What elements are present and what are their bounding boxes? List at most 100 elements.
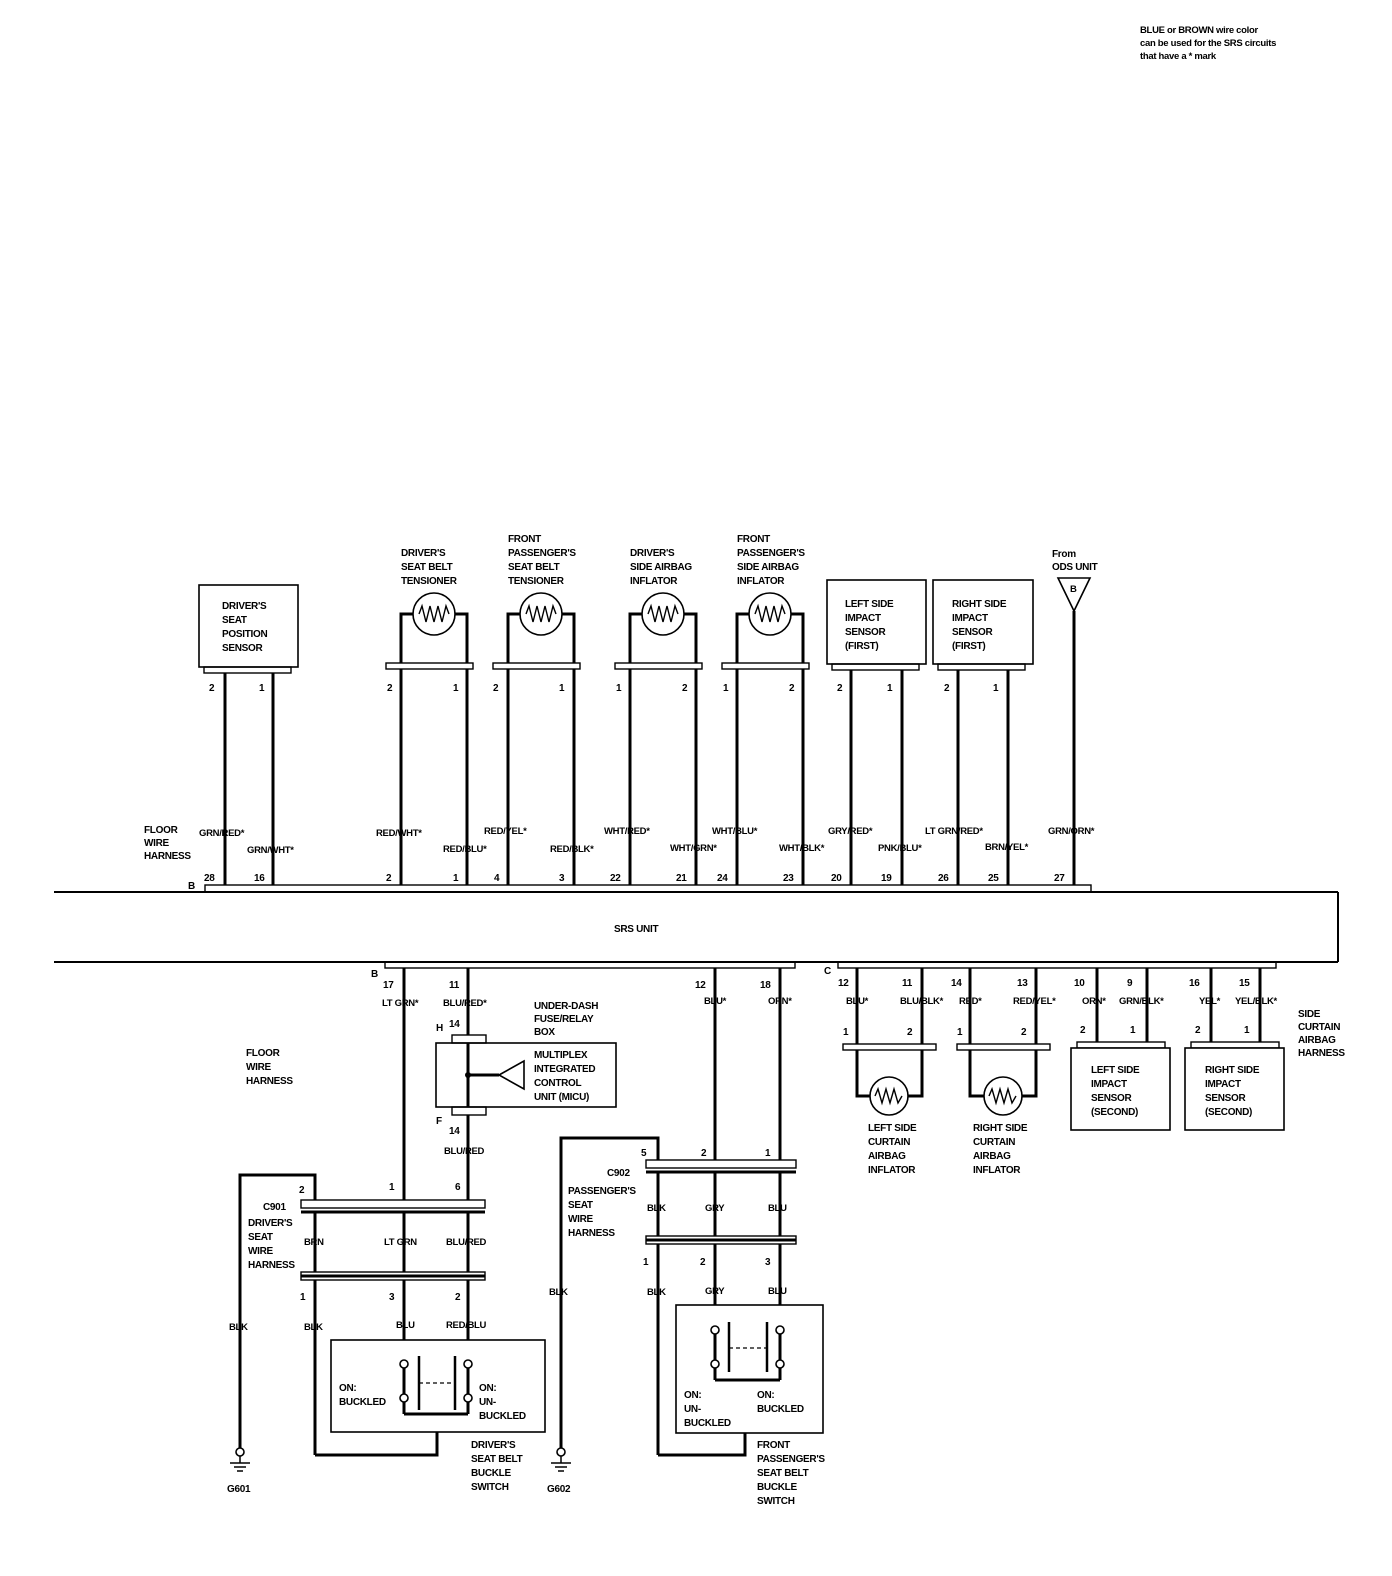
svg-text:2: 2 bbox=[387, 683, 393, 694]
svg-text:WIRE: WIRE bbox=[144, 838, 170, 849]
svg-text:FLOOR: FLOOR bbox=[246, 1048, 281, 1059]
svg-text:BLU: BLU bbox=[768, 1203, 787, 1214]
svg-text:14: 14 bbox=[449, 1126, 460, 1137]
svg-text:12: 12 bbox=[695, 980, 706, 991]
svg-text:BLU/RED: BLU/RED bbox=[446, 1237, 487, 1248]
svg-text:2: 2 bbox=[1080, 1025, 1086, 1036]
svg-text:INFLATOR: INFLATOR bbox=[868, 1165, 916, 1176]
svg-text:BRN: BRN bbox=[304, 1237, 324, 1248]
svg-text:DRIVER'S: DRIVER'S bbox=[222, 601, 267, 612]
svg-text:15: 15 bbox=[1239, 978, 1250, 989]
svg-text:AIRBAG: AIRBAG bbox=[973, 1151, 1011, 1162]
svg-text:16: 16 bbox=[1189, 978, 1200, 989]
svg-text:UN-: UN- bbox=[479, 1397, 496, 1408]
svg-text:From: From bbox=[1052, 549, 1076, 560]
note-line-1: BLUE or BROWN wire color bbox=[1140, 25, 1258, 36]
svg-text:SENSOR: SENSOR bbox=[222, 643, 264, 654]
floor-wire-harness-top: FLOOR WIRE HARNESS bbox=[144, 825, 192, 862]
svg-text:BUCKLED: BUCKLED bbox=[479, 1411, 526, 1422]
svg-text:1: 1 bbox=[453, 683, 459, 694]
svg-text:GRN/BLK*: GRN/BLK* bbox=[1119, 996, 1164, 1007]
svg-text:28: 28 bbox=[204, 873, 215, 884]
svg-text:GRN/ORN*: GRN/ORN* bbox=[1048, 826, 1095, 837]
svg-text:SWITCH: SWITCH bbox=[757, 1496, 795, 1507]
svg-text:1: 1 bbox=[957, 1027, 963, 1038]
svg-text:LEFT SIDE: LEFT SIDE bbox=[845, 599, 894, 610]
svg-text:C902: C902 bbox=[607, 1168, 630, 1179]
svg-text:RED/YEL*: RED/YEL* bbox=[484, 826, 527, 837]
srs-bottom-connector-b bbox=[384, 961, 796, 969]
svg-text:TENSIONER: TENSIONER bbox=[508, 576, 565, 587]
svg-text:2: 2 bbox=[789, 683, 795, 694]
svg-text:(FIRST): (FIRST) bbox=[845, 641, 878, 652]
svg-text:BUCKLE: BUCKLE bbox=[471, 1468, 511, 1479]
svg-text:SEAT: SEAT bbox=[248, 1232, 273, 1243]
svg-text:BOX: BOX bbox=[534, 1027, 555, 1038]
curtain-pins: 1 2 1 2 2 1 2 1 bbox=[843, 1025, 1250, 1038]
left-side-impact-sensor-second: LEFT SIDE IMPACT SENSOR (SECOND) bbox=[1070, 1041, 1171, 1131]
svg-text:UNIT (MICU): UNIT (MICU) bbox=[534, 1092, 589, 1103]
svg-text:B: B bbox=[1070, 584, 1077, 595]
svg-text:14: 14 bbox=[449, 1019, 460, 1030]
right-side-impact-sensor-second: RIGHT SIDE IMPACT SENSOR (SECOND) bbox=[1184, 1041, 1285, 1131]
drivers-side-airbag-inflator: DRIVER'S SIDE AIRBAG INFLATOR bbox=[614, 548, 703, 670]
svg-text:1: 1 bbox=[993, 683, 999, 694]
left-side-curtain-airbag-inflator: LEFT SIDE CURTAIN AIRBAG INFLATOR bbox=[842, 1043, 937, 1176]
svg-text:20: 20 bbox=[831, 873, 842, 884]
svg-text:INTEGRATED: INTEGRATED bbox=[534, 1064, 595, 1075]
svg-text:1: 1 bbox=[843, 1027, 849, 1038]
svg-text:(SECOND): (SECOND) bbox=[1205, 1107, 1252, 1118]
svg-text:1: 1 bbox=[300, 1292, 306, 1303]
svg-text:LT GRN*: LT GRN* bbox=[382, 998, 419, 1009]
svg-text:ON:: ON: bbox=[684, 1390, 701, 1401]
svg-text:IMPACT: IMPACT bbox=[1091, 1079, 1127, 1090]
svg-text:UN-: UN- bbox=[684, 1404, 701, 1415]
svg-text:2: 2 bbox=[700, 1257, 706, 1268]
svg-text:BLK: BLK bbox=[229, 1322, 248, 1333]
srs-unit: SRS UNIT bbox=[54, 891, 1339, 963]
svg-text:1: 1 bbox=[887, 683, 893, 694]
srs-bottom-connector-c bbox=[837, 961, 1277, 969]
g601-label: G601 bbox=[227, 1484, 251, 1495]
svg-text:SEAT BELT: SEAT BELT bbox=[508, 562, 560, 573]
svg-text:SEAT BELT: SEAT BELT bbox=[757, 1468, 809, 1479]
svg-text:PASSENGER'S: PASSENGER'S bbox=[508, 548, 576, 559]
svg-text:4: 4 bbox=[494, 873, 500, 884]
svg-text:LEFT SIDE: LEFT SIDE bbox=[868, 1123, 917, 1134]
svg-text:FUSE/RELAY: FUSE/RELAY bbox=[534, 1014, 594, 1025]
svg-text:PASSENGER'S: PASSENGER'S bbox=[757, 1454, 825, 1465]
svg-text:H: H bbox=[436, 1023, 443, 1034]
svg-text:HARNESS: HARNESS bbox=[248, 1260, 295, 1271]
svg-text:RED/WHT*: RED/WHT* bbox=[376, 828, 422, 839]
svg-text:1: 1 bbox=[643, 1257, 649, 1268]
svg-text:3: 3 bbox=[559, 873, 565, 884]
micu-out-wire: BLU/RED bbox=[444, 1146, 485, 1157]
svg-text:RED/BLK*: RED/BLK* bbox=[550, 844, 594, 855]
svg-text:GRN/RED*: GRN/RED* bbox=[199, 828, 245, 839]
svg-text:PASSENGER'S: PASSENGER'S bbox=[737, 548, 805, 559]
svg-text:1: 1 bbox=[723, 683, 729, 694]
svg-text:(FIRST): (FIRST) bbox=[952, 641, 985, 652]
svg-text:3: 3 bbox=[389, 1292, 395, 1303]
svg-text:IMPACT: IMPACT bbox=[1205, 1079, 1241, 1090]
svg-text:2: 2 bbox=[493, 683, 499, 694]
svg-text:FRONT: FRONT bbox=[508, 534, 541, 545]
svg-text:BLK: BLK bbox=[549, 1287, 568, 1298]
svg-text:GRY/RED*: GRY/RED* bbox=[828, 826, 873, 837]
front-passengers-seat-belt-buckle-switch: ON: UN- BUCKLED ON: BUCKLED FRONT PASSEN… bbox=[675, 1304, 826, 1507]
svg-text:CONTROL: CONTROL bbox=[534, 1078, 582, 1089]
svg-text:SENSOR: SENSOR bbox=[1091, 1093, 1133, 1104]
svg-text:FLOOR: FLOOR bbox=[144, 825, 179, 836]
svg-text:LT GRN/RED*: LT GRN/RED* bbox=[925, 826, 983, 837]
svg-text:16: 16 bbox=[254, 873, 265, 884]
svg-text:17: 17 bbox=[383, 980, 394, 991]
svg-text:SEAT: SEAT bbox=[568, 1200, 593, 1211]
svg-text:2: 2 bbox=[209, 683, 215, 694]
svg-text:SIDE AIRBAG: SIDE AIRBAG bbox=[737, 562, 799, 573]
svg-text:YEL/BLK*: YEL/BLK* bbox=[1235, 996, 1278, 1007]
svg-text:ON:: ON: bbox=[339, 1383, 356, 1394]
drivers-seat-belt-buckle-switch: ON: BUCKLED ON: UN- BUCKLED DRIVER'S SEA… bbox=[330, 1339, 546, 1493]
g601-ground-icon: G601 bbox=[227, 1447, 251, 1495]
svg-text:2: 2 bbox=[1021, 1027, 1027, 1038]
svg-text:CURTAIN: CURTAIN bbox=[868, 1137, 910, 1148]
